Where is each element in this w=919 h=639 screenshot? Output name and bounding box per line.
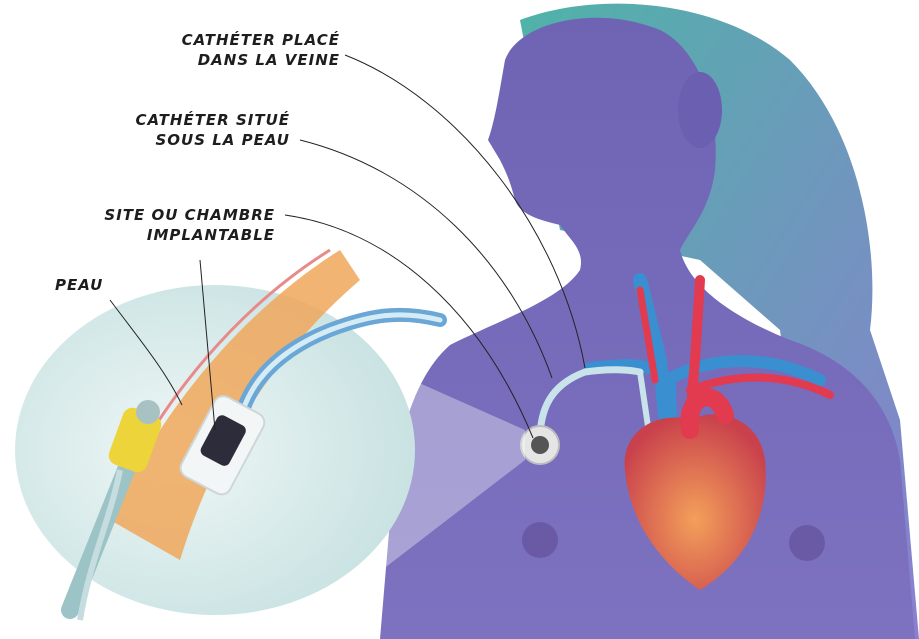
label-catheter-skin: CATHÉTER SITUÉ SOUS LA PEAU <box>110 110 290 150</box>
label-port: SITE OU CHAMBRE IMPLANTABLE <box>85 205 275 245</box>
label-catheter-vein: CATHÉTER PLACÉ DANS LA VEINE <box>160 30 340 70</box>
label-catheter-vein-line1: CATHÉTER PLACÉ <box>160 30 340 50</box>
label-catheter-vein-line2: DANS LA VEINE <box>160 50 340 70</box>
ear <box>678 72 722 148</box>
right-nipple <box>789 525 825 561</box>
label-catheter-skin-line1: CATHÉTER SITUÉ <box>110 110 290 130</box>
needle-grip <box>136 400 160 424</box>
label-skin: PEAU <box>55 275 135 295</box>
label-port-line2: IMPLANTABLE <box>85 225 275 245</box>
label-skin-text: PEAU <box>55 275 135 295</box>
implanted-port-center <box>531 436 549 454</box>
left-nipple <box>522 522 558 558</box>
label-catheter-skin-line2: SOUS LA PEAU <box>110 130 290 150</box>
label-port-line1: SITE OU CHAMBRE <box>85 205 275 225</box>
